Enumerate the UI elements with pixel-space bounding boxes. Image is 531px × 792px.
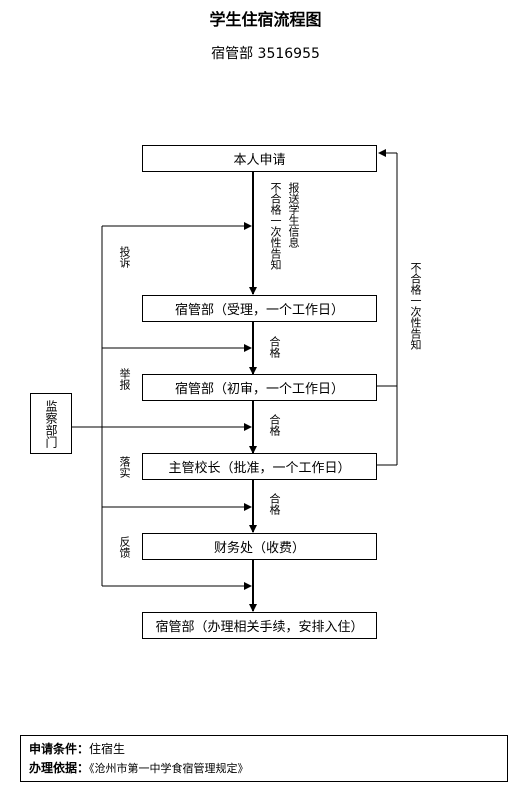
- label-complaint: 投诉: [118, 246, 131, 268]
- footer-basis-row: 办理依据：《沧州市第一中学食宿管理规定》: [29, 759, 499, 778]
- box-finance: 财务处（收费）: [142, 533, 377, 560]
- label-pass-1: 合格: [268, 336, 281, 358]
- monitor-label: 监察部门: [44, 399, 58, 448]
- label-reject-left: 不合格一次性告知: [269, 182, 282, 270]
- page-title: 学生住宿流程图: [209, 10, 322, 29]
- footer-condition-row: 申请条件：住宿生: [29, 740, 499, 759]
- box-accept: 宿管部（受理，一个工作日）: [142, 295, 377, 322]
- page-subtitle: 宿管部 3516955: [211, 46, 320, 62]
- label-report: 举报: [118, 368, 131, 390]
- condition-value: 住宿生: [89, 742, 126, 756]
- box-checkin: 宿管部（办理相关手续，安排入住）: [142, 612, 377, 639]
- label-pass-3: 合格: [268, 493, 281, 515]
- box-review: 宿管部（初审，一个工作日）: [142, 374, 377, 401]
- footer-info: 申请条件：住宿生 办理依据：《沧州市第一中学食宿管理规定》: [20, 735, 508, 782]
- box-principal: 主管校长（批准，一个工作日）: [142, 453, 377, 480]
- label-report-info: 报送学生信息: [287, 182, 300, 248]
- box-apply: 本人申请: [142, 145, 377, 172]
- condition-label: 申请条件：: [29, 742, 90, 756]
- label-reject-right: 不合格一次性告知: [409, 262, 422, 350]
- label-implement: 落实: [118, 456, 131, 478]
- label-pass-2: 合格: [268, 414, 281, 436]
- basis-label: 办理依据：: [29, 761, 90, 775]
- label-feedback: 反馈: [118, 536, 131, 558]
- basis-value: 《沧州市第一中学食宿管理规定》: [89, 762, 249, 775]
- box-monitor: 监察部门: [30, 393, 72, 454]
